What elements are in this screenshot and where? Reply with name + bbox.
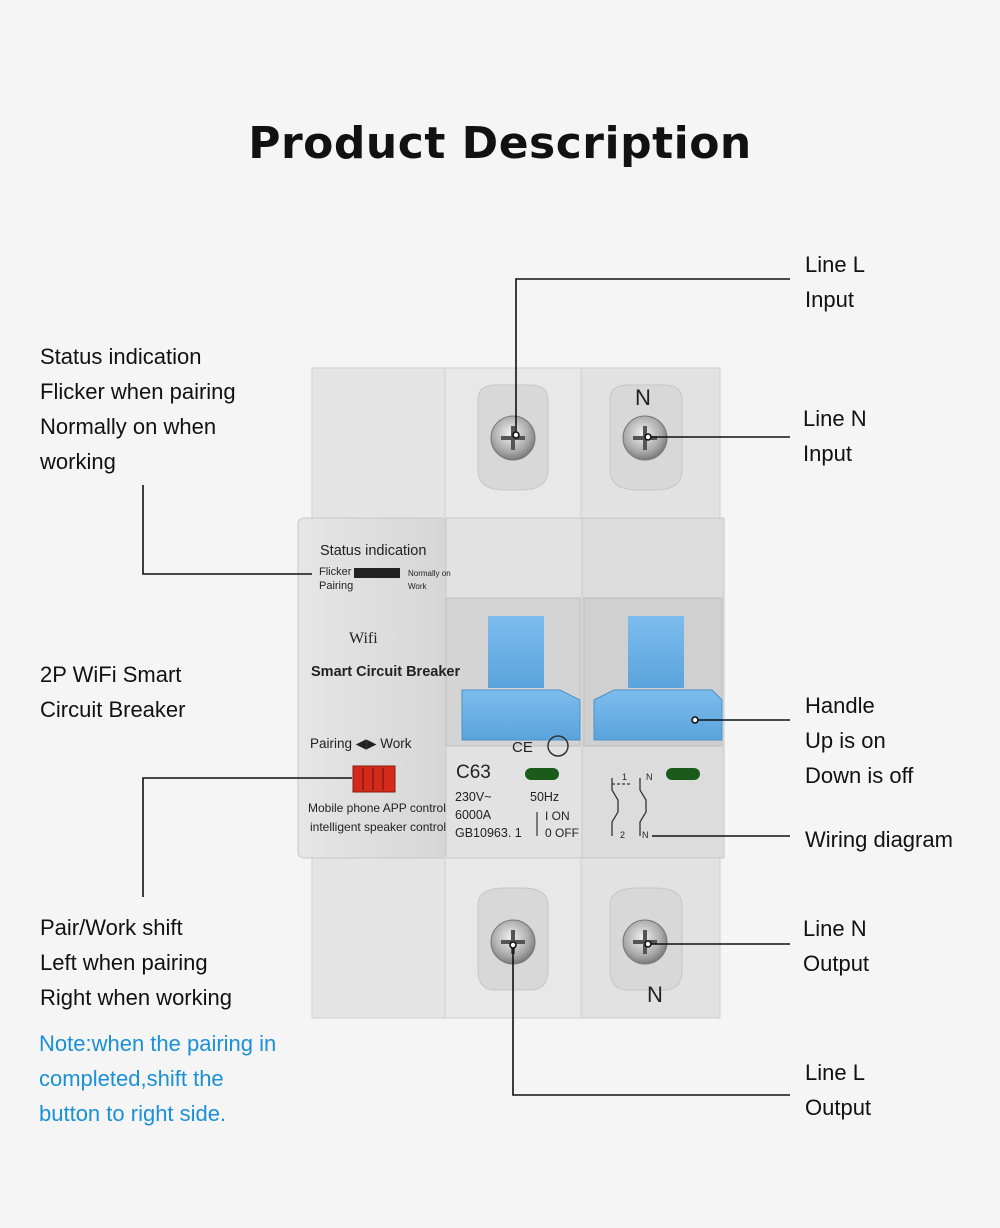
device-pairing: Pairing (319, 580, 353, 592)
callout-handle: Handle Up is on Down is off (805, 693, 914, 788)
handle-pole-2 (593, 616, 723, 741)
callout-wiring-diagram: Wiring diagram (805, 827, 953, 852)
device-flicker: Flicker (319, 566, 352, 578)
screw-line-l-output (490, 919, 536, 965)
page-title: Product Description (248, 118, 752, 169)
callout-note: Note:when the pairing in completed,shift… (39, 1031, 277, 1126)
device-voltage: 230V~ (455, 790, 492, 804)
n-mark-bottom: N (647, 982, 663, 1007)
device-product-name: Smart Circuit Breaker (311, 664, 460, 680)
wd-label-n2: N (642, 830, 649, 840)
callout-line-n-input: Line N Input (803, 406, 867, 466)
screw-line-n-output (622, 919, 668, 965)
wiring-diagram-symbol (611, 778, 647, 836)
wd-label-1: 1 (622, 772, 627, 782)
device-wifi: Wifi (349, 630, 378, 647)
callout-line-n-output: Line N Output (803, 916, 870, 976)
handle-pole-1 (461, 616, 581, 741)
led-pole-1 (525, 768, 559, 780)
device-work: Work (408, 582, 428, 591)
device-pairing-work: Pairing ◀▶ Work (310, 736, 412, 751)
wd-label-n: N (646, 772, 653, 782)
pairing-work-button (352, 765, 396, 793)
n-mark-top: N (635, 385, 651, 410)
device-ce-mark: CE (512, 739, 533, 756)
device-frequency: 50Hz (530, 790, 559, 804)
device-capacity: 6000A (455, 808, 492, 822)
screw-line-n-input (622, 415, 668, 461)
callout-line-l-input: Line L Input (805, 252, 865, 312)
callout-product-name: 2P WiFi Smart Circuit Breaker (40, 662, 186, 722)
device-off-label: 0 OFF (545, 826, 579, 840)
device-mobile-control: Mobile phone APP control (308, 801, 446, 815)
callout-line-l-output: Line L Output (805, 1060, 872, 1120)
callout-status-indication: Status indication Flicker when pairing N… (40, 344, 236, 474)
callout-pair-work-shift: Pair/Work shift Left when pairing Right … (40, 915, 232, 1010)
wd-label-2: 2 (620, 830, 625, 840)
screw-line-l-input (490, 415, 536, 461)
device-on-label: I ON (545, 809, 570, 823)
device-model: C63 (456, 762, 491, 783)
device-normally-on: Normally on (408, 569, 451, 578)
device-speaker-control: intelligent speaker control (310, 820, 446, 834)
device-standard: GB10963. 1 (455, 826, 522, 840)
status-led-window (354, 568, 400, 578)
device-status-title: Status indication (320, 543, 426, 559)
led-pole-2 (666, 768, 700, 780)
